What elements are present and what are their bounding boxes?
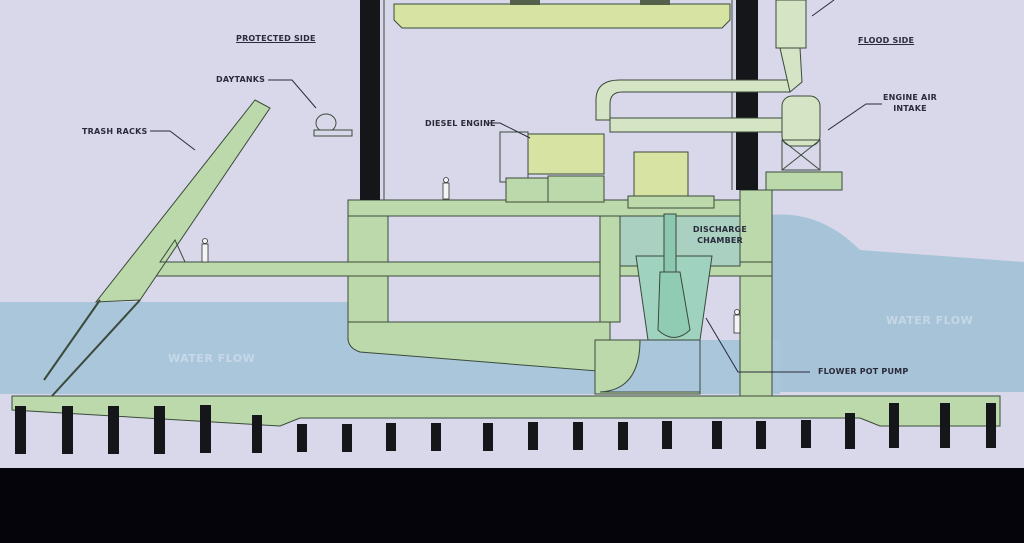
right-steel-column (736, 0, 758, 190)
main-structure (154, 189, 773, 397)
water-flood-side (770, 214, 1024, 392)
exhaust-ducts (595, 0, 807, 133)
leader-lines (150, 0, 882, 373)
water-flow-right-label: WATER FLOW (886, 314, 974, 327)
human-figures (201, 177, 741, 334)
flood-side-label: FLOOD SIDE (858, 36, 915, 45)
discharge-chamber-label: DISCHARGE CHAMBER (692, 225, 748, 245)
engine-air-intake-label: ENGINE AIR INTAKE (883, 93, 937, 113)
crane-beam (393, 3, 731, 29)
foundation-piles (15, 403, 996, 454)
trash-racks-label: TRASH RACKS (82, 127, 148, 136)
protected-side-label: PROTECTED SIDE (236, 34, 316, 43)
water-flow-left-label: WATER FLOW (168, 352, 256, 365)
bottom-band (0, 468, 1024, 538)
water-protected-side (0, 302, 360, 394)
diesel-engine-label: DIESEL ENGINE (425, 119, 496, 128)
daytanks-label: DAYTANKS (216, 75, 266, 84)
generator (627, 151, 715, 209)
trash-racks (43, 99, 271, 397)
engine-air-intake (765, 95, 843, 191)
diesel-engine (499, 131, 605, 203)
daytank (313, 113, 353, 137)
flower-pot-pump-label: FLOWER POT PUMP (818, 367, 909, 376)
left-steel-column (360, 0, 380, 200)
